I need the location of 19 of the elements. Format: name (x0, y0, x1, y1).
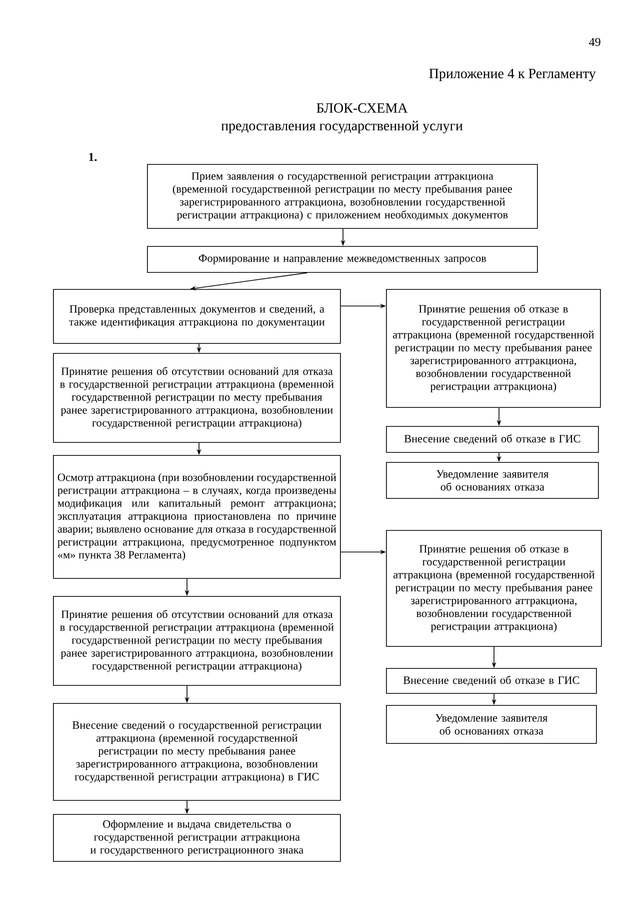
process-box: Прием заявления о государственной регистрации аттракциона (временной государственной регистрации по месту пребывания ранее зарегистрированного аттракциона, возобновлении государственной регистрации аттракциона) с приложением необходимых документов (147, 164, 538, 229)
page-number: 49 (589, 38, 600, 46)
process-box: Внесение сведений об отказе в ГИС (386, 668, 597, 694)
process-box: Осмотр аттракциона (при возобновлении государственной регистрации аттракциона – в случаях, когда произведены модификация или капитальный ремонт аттракциона; эксплуатация аттракциона приостановлена по причине аварии; выявлено основание для отказа в государственной регистрации аттракциона, предусмотренное подпунктом «м» пункта 38 Регламента) (53, 455, 341, 579)
process-box: Оформление и выдача свидетельства о государственной регистрации аттракциона и государственного регистрационного знака (53, 814, 341, 862)
process-box: Проверка представленных документов и сведений, а также идентификация аттракциона по документации (53, 289, 341, 344)
process-box: Принятие решения об отсутствии оснований для отказа в государственной регистрации аттракциона (временной государственной регистрации по месту пребывания ранее зарегистрированного аттракциона, возобновлении государственной регистрации аттракциона) (53, 353, 341, 443)
subtitle: предоставления государственной услуги (221, 120, 463, 134)
section-number: 1. (89, 152, 97, 162)
process-box: Принятие решения об отказе в государственной регистрации аттракциона (временной государственной регистрации по месту пребывания ранее зарегистрированного аттракциона, возобновлении государственной регистрации аттракциона) (386, 289, 601, 408)
process-box: Принятие решения об отказе в государственной регистрации аттракциона (временной государственной регистрации по месту пребывания ранее зарегистрированного аттракциона, возобновлении государственной регистрации аттракциона) (386, 530, 602, 647)
process-box: Принятие решения об отсутствии оснований для отказа в государственной регистрации аттракциона (временной государственной регистрации по месту пребывания ранее зарегистрированного аттракциона, возобновлении государственной регистрации аттракциона) (53, 596, 341, 686)
process-box: Внесение сведений о государственной регистрации аттракциона (временной государственной регистрации по месту пребывания ранее зарегистрированного аттракциона, возобновлении государственной регистрации аттракциона) в ГИС (53, 703, 341, 801)
appendix-heading: Приложение 4 к Регламенту (429, 68, 596, 82)
title: БЛОК-СХЕМА (316, 103, 408, 113)
process-box: Внесение сведений об отказе в ГИС (386, 426, 599, 453)
process-box: Уведомление заявителя об основаниях отказа (386, 705, 597, 744)
process-box: Уведомление заявителя об основаниях отказа (386, 462, 599, 499)
process-box: Формирование и направление межведомственных запросов (147, 246, 538, 273)
